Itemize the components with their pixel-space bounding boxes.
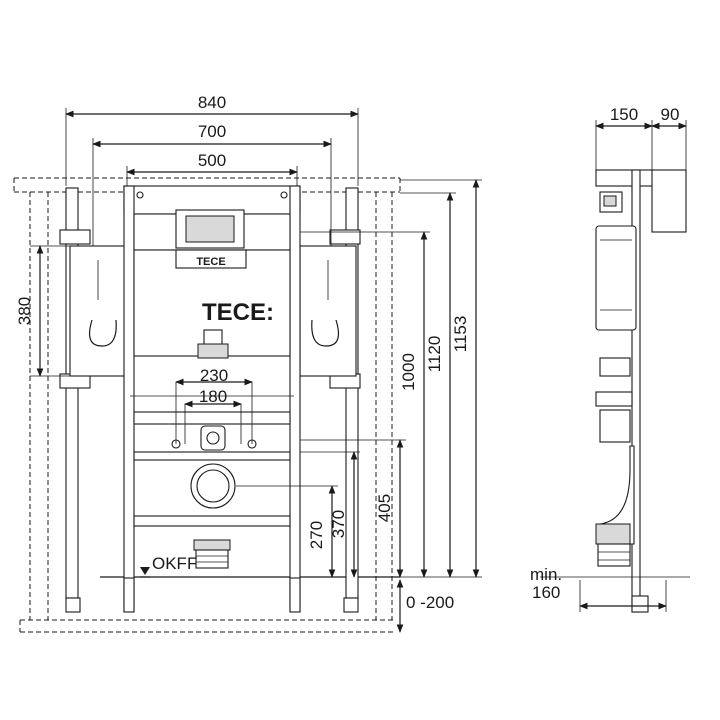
- dim-840: [65, 108, 359, 186]
- dim-150-text: 150: [610, 105, 638, 124]
- side-drain-elbow: [595, 445, 635, 567]
- side-view: 150 90 min. 160: [530, 105, 690, 613]
- min-label: min.: [530, 565, 562, 584]
- dim-500: [126, 166, 298, 186]
- dim-230-text: 230: [200, 366, 228, 385]
- dim-405: [300, 439, 406, 578]
- front-view: TECE TECE:: [13, 93, 482, 633]
- dim-180-text: 180: [199, 387, 227, 406]
- dim-500-text: 500: [198, 151, 226, 170]
- dim-90-text: 90: [661, 105, 680, 124]
- floor-label: OKFF: [152, 554, 197, 573]
- min-value: 160: [532, 583, 560, 602]
- side-feet: [631, 595, 649, 613]
- side-frame: [595, 169, 687, 613]
- flush-connections: [171, 382, 257, 451]
- dim-150: [595, 120, 653, 170]
- dim-min-160: [540, 576, 690, 612]
- frame-feet: [65, 577, 359, 613]
- tece-logo: TECE:: [202, 299, 274, 326]
- dim-840-text: 840: [198, 93, 226, 112]
- dim-380-text: 380: [15, 297, 34, 325]
- dim-370: [300, 451, 360, 578]
- dim-700: [92, 138, 332, 246]
- wing-plates: [69, 245, 357, 377]
- label-plate-text: TECE: [196, 256, 225, 268]
- dim-1120-text: 1120: [425, 336, 444, 373]
- dim-1153-text: 1153: [451, 316, 470, 353]
- floor-level-marker: [140, 567, 150, 578]
- cistern: [133, 209, 291, 359]
- dim-270: [236, 485, 338, 578]
- dim-floor-adjust-text: 0 -200: [406, 593, 454, 612]
- dim-1000: [300, 231, 430, 578]
- dim-405-text: 405: [375, 494, 394, 522]
- dim-380: [30, 245, 70, 377]
- dim-90: [651, 120, 687, 170]
- dim-1000-text: 1000: [399, 353, 418, 391]
- dim-270-text: 270: [307, 521, 326, 549]
- dim-700-text: 700: [198, 122, 226, 141]
- main-frame: [123, 185, 301, 612]
- dim-370-text: 370: [329, 510, 348, 538]
- dim-1153: [400, 179, 482, 578]
- drain-pipe: [190, 463, 236, 569]
- dim-1120: [400, 192, 456, 578]
